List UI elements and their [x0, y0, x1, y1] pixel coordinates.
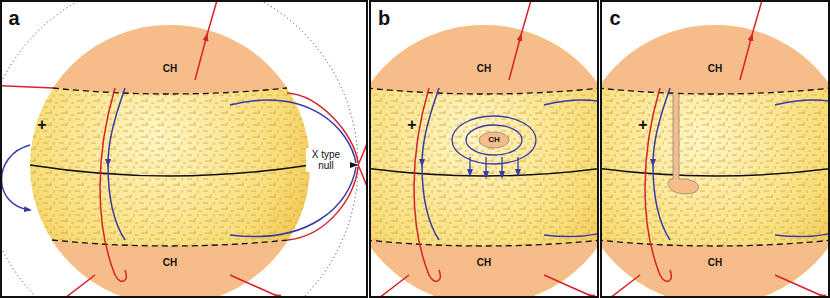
closed-field-line: [517, 157, 518, 175]
closed-field-line: [452, 116, 536, 164]
panel-frame: [601, 1, 829, 297]
panel-a: [1, 1, 366, 297]
coronal-hole-label: CH: [163, 257, 177, 268]
closed-field-line: [501, 157, 502, 177]
coronal-hole-label: CH: [708, 257, 722, 268]
low-latitude-hole: [479, 132, 509, 148]
null-pointer: [350, 164, 357, 165]
polarity-sign: +: [407, 116, 416, 134]
panel-letter: a: [8, 7, 19, 29]
panel-frame: [1, 1, 367, 297]
polarity-sign: +: [37, 116, 46, 134]
panel-letter: b: [378, 7, 390, 29]
closed-field-line: [469, 157, 470, 175]
open-field-line: [358, 165, 366, 189]
sun: [371, 1, 598, 297]
closed-field-line: [485, 157, 486, 177]
coronal-hole-label: CH: [163, 63, 177, 74]
coronal-hole-label: CH: [708, 63, 722, 74]
coronal-hole-label: CH: [488, 136, 500, 145]
panel-frame: [370, 1, 598, 297]
sun: [1, 1, 358, 297]
null-point-label: X type null: [306, 148, 346, 172]
hole-extension: [668, 93, 699, 194]
panel-c: [602, 1, 829, 297]
sun: [602, 1, 829, 297]
closed-field-line: [466, 125, 522, 155]
open-field-line: [358, 141, 366, 165]
coronal-hole-label: CH: [477, 257, 491, 268]
panel-letter: c: [609, 7, 620, 29]
coronal-hole-label: CH: [477, 63, 491, 74]
panel-b: [371, 1, 598, 297]
polarity-sign: +: [638, 116, 647, 134]
